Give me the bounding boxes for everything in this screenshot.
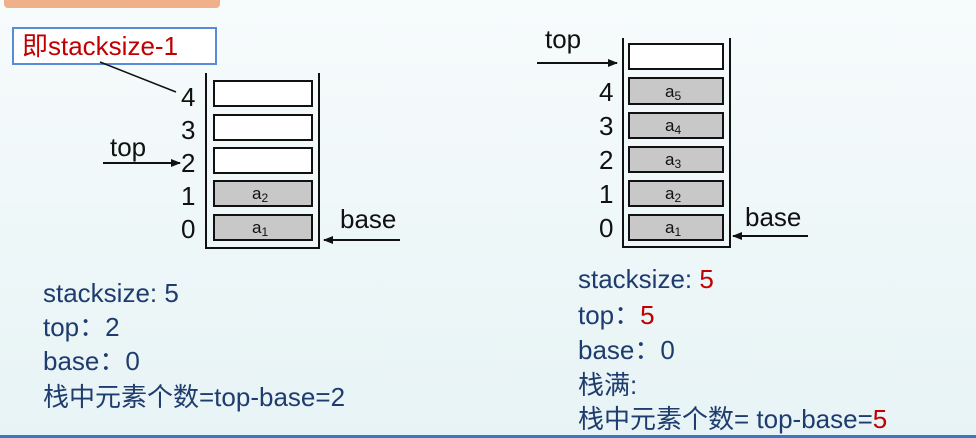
right-top-label: top — [545, 24, 582, 54]
left-base-info-label: base： — [43, 346, 126, 376]
right-element-a4: a4 — [665, 116, 682, 137]
callout-box: 即stacksize-1 — [12, 27, 217, 65]
right-slot-0 — [628, 214, 724, 241]
right-base-label: base — [745, 202, 802, 232]
callout-pointer-line — [99, 61, 177, 93]
left-slot-2 — [213, 147, 313, 174]
right-slot-2 — [628, 146, 724, 173]
right-count-value: 5 — [872, 404, 888, 434]
right-top-info-value: 5 — [640, 300, 655, 330]
right-slot-top-empty — [628, 43, 724, 70]
left-slot-0 — [213, 214, 313, 241]
left-index-1: 1 — [181, 181, 196, 211]
right-info-count: 栈中元素个数= top-base=5 — [578, 402, 887, 436]
left-top-label: top — [110, 132, 147, 162]
left-slot-3 — [213, 114, 313, 141]
left-index-3: 3 — [181, 115, 196, 145]
right-element-a5: a5 — [665, 82, 682, 103]
right-count-label: 栈中元素个数= top-base= — [578, 404, 873, 434]
left-info-stacksize: stacksize: 5 — [43, 276, 179, 310]
right-info-full: 栈满: — [578, 368, 637, 402]
left-element-a2: a2 — [252, 184, 269, 205]
right-stack-right-wall — [729, 38, 731, 248]
header-tab-decoration — [4, 0, 220, 8]
left-count-value: 2 — [330, 382, 346, 412]
right-index-1: 1 — [599, 179, 614, 209]
left-base-info-value: 0 — [125, 346, 140, 376]
right-info-top: top：5 — [578, 298, 655, 332]
right-index-3: 3 — [599, 111, 614, 141]
right-stack-bottom — [622, 246, 731, 248]
left-stack-left-wall — [205, 73, 207, 249]
left-info-base: base：0 — [43, 344, 140, 378]
right-stacksize-value: 5 — [699, 264, 714, 294]
left-index-0: 0 — [181, 214, 196, 244]
right-element-a2: a2 — [665, 184, 682, 205]
right-info-stacksize: stacksize: 5 — [578, 262, 714, 296]
right-index-4: 4 — [599, 77, 614, 107]
left-element-a1: a1 — [252, 218, 269, 239]
right-info-base: base：0 — [578, 333, 675, 367]
left-stack-right-wall — [318, 73, 320, 249]
right-slot-1 — [628, 180, 724, 207]
left-slot-1 — [213, 180, 313, 207]
right-element-a3: a3 — [665, 150, 682, 171]
right-index-2: 2 — [599, 145, 614, 175]
right-stacksize-label: stacksize: — [578, 264, 693, 294]
right-top-info-label: top： — [578, 300, 641, 330]
left-stacksize-label: stacksize: — [43, 278, 158, 308]
left-info-top: top：2 — [43, 310, 120, 344]
right-base-info-label: base： — [578, 335, 661, 365]
right-base-info-value: 0 — [660, 335, 675, 365]
right-element-a1: a1 — [665, 218, 682, 239]
right-stack-left-wall — [622, 38, 624, 248]
left-base-label: base — [340, 204, 397, 234]
left-count-label: 栈中元素个数=top-base= — [43, 382, 331, 412]
right-slot-3 — [628, 112, 724, 139]
left-top-info-label: top： — [43, 312, 106, 342]
right-index-0: 0 — [599, 213, 614, 243]
left-slot-4 — [213, 80, 313, 107]
left-info-count: 栈中元素个数=top-base=2 — [43, 380, 345, 414]
left-stack-bottom — [205, 247, 320, 249]
right-full-label: 栈满: — [578, 370, 638, 400]
left-index-2: 2 — [181, 148, 196, 178]
left-top-info-value: 2 — [105, 312, 120, 342]
left-index-4: 4 — [181, 82, 196, 112]
bottom-accent-bar — [0, 435, 976, 438]
right-slot-4 — [628, 77, 724, 105]
left-stacksize-value: 5 — [164, 278, 179, 308]
